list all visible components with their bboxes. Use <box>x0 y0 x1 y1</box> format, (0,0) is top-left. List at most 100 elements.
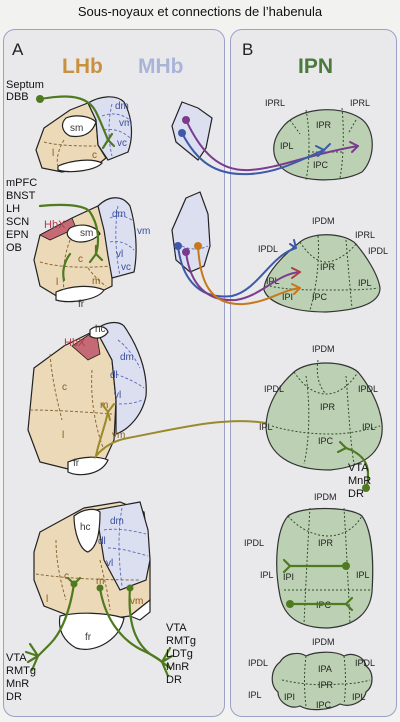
ipn-header: IPN <box>298 55 334 78</box>
label-vl: vl <box>116 249 123 260</box>
label-dl: dl <box>110 370 118 381</box>
label-ipl-right: IPL <box>356 570 370 580</box>
source-bnst: BNST <box>6 190 36 202</box>
label-c: c <box>92 150 97 161</box>
label-sm: sm <box>70 123 83 134</box>
label-dm: dm <box>115 101 129 112</box>
habenula-row4: hc dm dl vl c m l vm fr <box>24 501 174 678</box>
label-ipc: IPC <box>318 436 334 446</box>
label-ipa: IPA <box>318 664 332 674</box>
label-ipdl-left: IPDL <box>264 384 284 394</box>
label-iprl-left: IPRL <box>265 98 285 108</box>
source-lh: LH <box>6 203 21 215</box>
label-vm: vm <box>137 226 150 237</box>
label-ipl: IPL <box>280 141 294 151</box>
targets-row4-left: VTA RMTg MnR DR <box>6 652 36 704</box>
label-ipr: IPR <box>320 402 336 412</box>
label-ipl-left: IPL <box>266 276 280 286</box>
label-ipr: IPR <box>320 262 336 272</box>
target-mnr: MnR <box>166 661 190 673</box>
habenula-row2: HbX sm dm vm vl vc c l m fr <box>33 191 211 310</box>
label-vc: vc <box>121 262 131 273</box>
target-vta: VTA <box>166 622 187 634</box>
habenula-row3: hc HbX dm dl vl c m l vm fr <box>27 321 285 476</box>
label-ipc: IPC <box>312 292 328 302</box>
label-vm: vm <box>130 596 143 607</box>
panel-b-letter: B <box>242 40 254 59</box>
panel-a-letter: A <box>12 40 24 59</box>
label-hc: hc <box>80 522 91 533</box>
label-ipr: IPR <box>316 120 332 130</box>
label-c: c <box>64 571 69 582</box>
label-ipi: IPI <box>284 692 295 702</box>
source-septum: Septum <box>6 79 44 91</box>
label-ipdl-right: IPDL <box>358 384 378 394</box>
label-ipdl-left: IPDL <box>248 658 268 668</box>
label-sm: sm <box>80 228 93 239</box>
label-vl: vl <box>106 558 113 569</box>
targets-row4-right: VTA RMTg LDTg MnR DR <box>166 622 196 687</box>
target-vta: VTA <box>348 462 369 474</box>
label-ipdl-right: IPDL <box>355 658 375 668</box>
label-ipdl-right: IPDL <box>368 246 388 256</box>
sources-row1: Septum DBB <box>6 79 44 103</box>
label-vm: vm <box>119 118 132 129</box>
ipn-row3: IPDM IPDL IPDL IPR IPL IPC IPL <box>259 344 383 471</box>
target-mnr: MnR <box>348 475 372 487</box>
label-fr: fr <box>73 458 80 469</box>
label-hc: hc <box>95 324 106 335</box>
label-ipc: IPC <box>316 700 332 710</box>
source-epn: EPN <box>6 229 29 241</box>
source-dbb: DBB <box>6 91 29 103</box>
target-dr: DR <box>348 488 364 500</box>
label-vm: vm <box>112 430 125 441</box>
label-ipl-right: IPL <box>352 692 366 702</box>
label-ipl-left: IPL <box>259 422 273 432</box>
label-iprl-right: IPRL <box>350 98 370 108</box>
label-ipl-right: IPL <box>358 278 372 288</box>
label-ipi: IPI <box>282 292 293 302</box>
label-ipr: IPR <box>318 680 334 690</box>
label-fr: fr <box>85 632 92 643</box>
sources-row2: mPFC BNST LH SCN EPN OB <box>6 177 37 255</box>
label-dm: dm <box>112 209 126 220</box>
label-ipi: IPI <box>283 572 294 582</box>
source-scn: SCN <box>6 216 30 228</box>
target-dr: DR <box>166 674 182 686</box>
label-ipc: IPC <box>313 160 329 170</box>
label-ipdl-left: IPDL <box>258 244 278 254</box>
label-hbx: HbX <box>64 337 86 349</box>
label-l: l <box>46 594 48 605</box>
targets-row3: VTA MnR DR <box>348 462 371 501</box>
source-ob: OB <box>6 242 22 254</box>
label-hbx: HbX <box>44 219 66 231</box>
target-ldtg: LDTg <box>166 648 193 660</box>
label-m: m <box>92 276 100 287</box>
label-l: l <box>52 148 54 159</box>
label-ipdm: IPDM <box>312 216 335 226</box>
label-dm: dm <box>110 516 124 527</box>
label-ipl-left: IPL <box>260 570 274 580</box>
label-c: c <box>78 254 83 265</box>
label-ipdm: IPDM <box>312 344 335 354</box>
target-vta: VTA <box>6 652 27 664</box>
source-mpfc: mPFC <box>6 177 38 189</box>
target-dr: DR <box>6 691 22 703</box>
label-vc: vc <box>117 138 127 149</box>
label-dl: dl <box>98 536 106 547</box>
ipn-row4: IPDM IPDL IPR IPL IPI IPC IPL <box>244 492 374 629</box>
page-title: Sous-noyaux et connections de l’habenula <box>77 4 323 19</box>
target-mnr: MnR <box>6 678 30 690</box>
habenula-row1: sm dm vm vc l c <box>35 95 213 173</box>
mhb-header: MHb <box>138 55 184 78</box>
label-l: l <box>62 430 64 441</box>
label-iprl: IPRL <box>355 230 375 240</box>
label-ipl-right: IPL <box>362 422 376 432</box>
label-m: m <box>96 576 104 587</box>
label-l: l <box>56 277 58 288</box>
label-c: c <box>62 382 67 393</box>
label-ipr: IPR <box>318 538 334 548</box>
label-ipdl: IPDL <box>244 538 264 548</box>
